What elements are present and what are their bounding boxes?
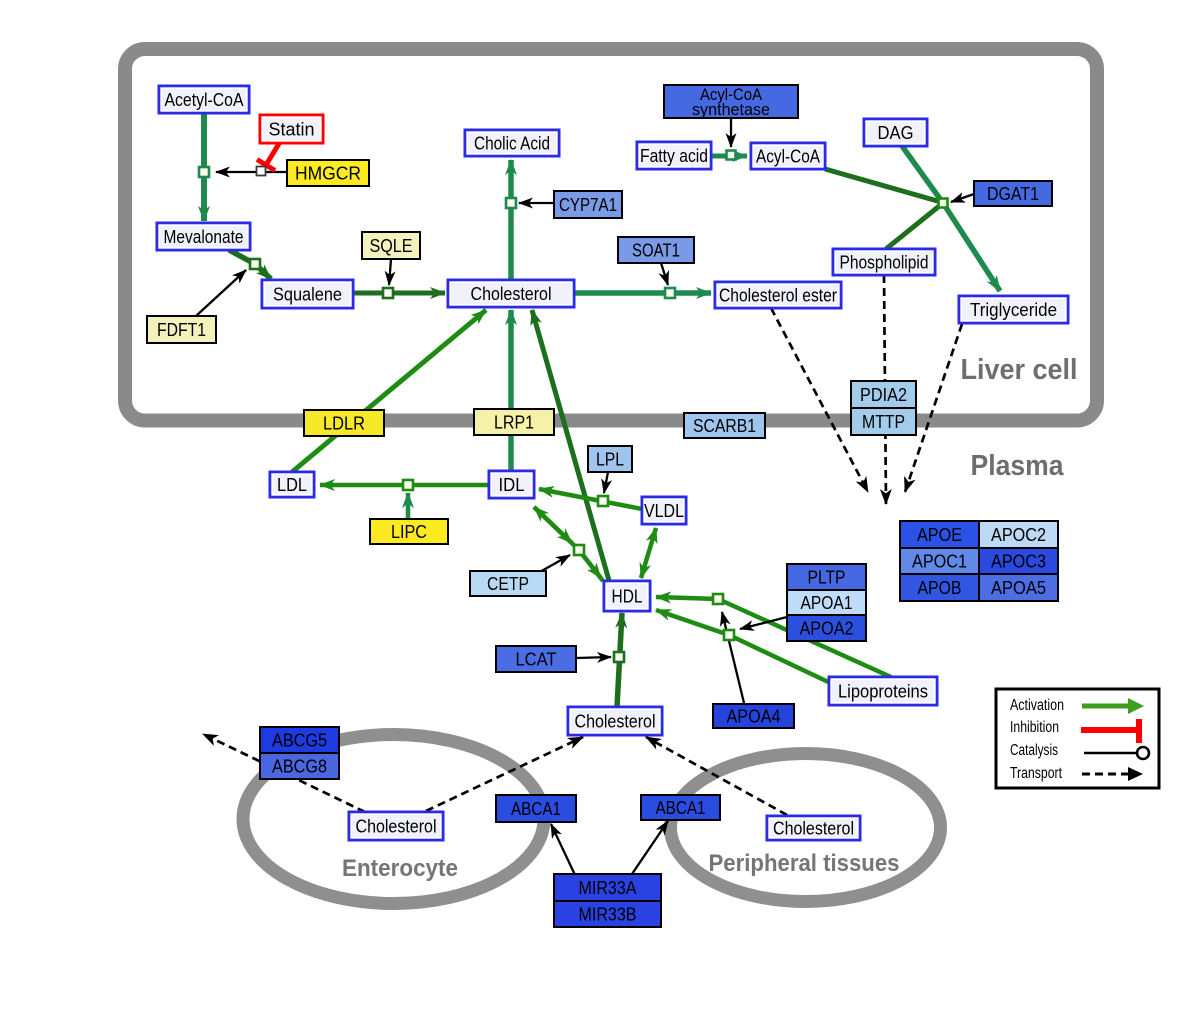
svg-text:DAG: DAG: [878, 122, 914, 143]
svg-text:APOB: APOB: [918, 577, 962, 598]
svg-text:APOE: APOE: [917, 524, 962, 545]
svg-text:Plasma: Plasma: [971, 450, 1065, 482]
svg-text:PDIA2: PDIA2: [860, 384, 907, 405]
svg-text:synthetase: synthetase: [692, 100, 770, 119]
svg-text:Cholesterol ester: Cholesterol ester: [719, 285, 837, 306]
svg-text:LCAT: LCAT: [516, 649, 557, 670]
svg-text:ABCA1: ABCA1: [656, 797, 706, 818]
svg-text:Liver cell: Liver cell: [961, 354, 1078, 386]
svg-text:APOC2: APOC2: [991, 524, 1046, 545]
svg-text:Cholesterol: Cholesterol: [773, 818, 854, 839]
svg-text:IDL: IDL: [499, 474, 525, 495]
svg-text:APOA4: APOA4: [727, 706, 781, 727]
svg-text:APOC1: APOC1: [912, 551, 967, 572]
svg-text:Activation: Activation: [1010, 697, 1064, 714]
svg-text:FDFT1: FDFT1: [157, 319, 206, 340]
svg-text:DGAT1: DGAT1: [987, 183, 1039, 204]
svg-text:APOC3: APOC3: [991, 551, 1046, 572]
svg-text:LDLR: LDLR: [323, 413, 365, 434]
svg-text:ABCG8: ABCG8: [272, 756, 327, 777]
svg-text:MTTP: MTTP: [862, 411, 905, 432]
svg-text:Inhibition: Inhibition: [1010, 719, 1059, 736]
svg-text:Peripheral tissues: Peripheral tissues: [709, 850, 900, 877]
svg-text:CETP: CETP: [487, 573, 529, 594]
svg-text:LPL: LPL: [596, 449, 624, 470]
svg-text:APOA2: APOA2: [800, 618, 854, 639]
svg-text:LIPC: LIPC: [391, 521, 427, 542]
svg-text:HDL: HDL: [612, 586, 643, 607]
svg-text:SQLE: SQLE: [370, 235, 413, 256]
svg-text:Lipoproteins: Lipoproteins: [838, 681, 928, 702]
svg-text:Acyl-CoA: Acyl-CoA: [700, 85, 763, 104]
svg-text:Triglyceride: Triglyceride: [970, 299, 1057, 320]
svg-text:MIR33A: MIR33A: [579, 877, 638, 898]
svg-text:APOA1: APOA1: [801, 592, 853, 613]
svg-text:HMGCR: HMGCR: [295, 163, 361, 184]
svg-text:Squalene: Squalene: [273, 284, 342, 305]
svg-text:LRP1: LRP1: [494, 412, 534, 433]
svg-text:VLDL: VLDL: [644, 500, 684, 521]
svg-text:Cholic Acid: Cholic Acid: [474, 133, 550, 154]
svg-text:Fatty acid: Fatty acid: [640, 145, 708, 166]
svg-text:Cholesterol: Cholesterol: [575, 711, 656, 732]
svg-text:Catalysis: Catalysis: [1010, 742, 1058, 759]
svg-text:Cholesterol: Cholesterol: [471, 283, 552, 304]
svg-text:ABCG5: ABCG5: [272, 730, 327, 751]
svg-text:ABCA1: ABCA1: [511, 798, 561, 819]
svg-text:Transport: Transport: [1010, 765, 1063, 782]
svg-text:PLTP: PLTP: [808, 567, 846, 588]
svg-text:Phospholipid: Phospholipid: [840, 252, 929, 273]
svg-text:Acetyl-CoA: Acetyl-CoA: [165, 89, 245, 110]
svg-text:Statin: Statin: [269, 119, 315, 140]
svg-text:Acyl-CoA: Acyl-CoA: [756, 146, 821, 167]
svg-text:Enterocyte: Enterocyte: [342, 855, 458, 882]
svg-text:MIR33B: MIR33B: [579, 904, 637, 925]
svg-text:APOA5: APOA5: [991, 577, 1046, 598]
svg-text:SCARB1: SCARB1: [693, 415, 756, 436]
svg-text:LDL: LDL: [277, 474, 307, 495]
svg-text:Cholesterol: Cholesterol: [356, 816, 437, 837]
svg-text:Mevalonate: Mevalonate: [164, 226, 244, 247]
svg-text:SOAT1: SOAT1: [632, 240, 680, 261]
svg-text:CYP7A1: CYP7A1: [559, 194, 617, 215]
